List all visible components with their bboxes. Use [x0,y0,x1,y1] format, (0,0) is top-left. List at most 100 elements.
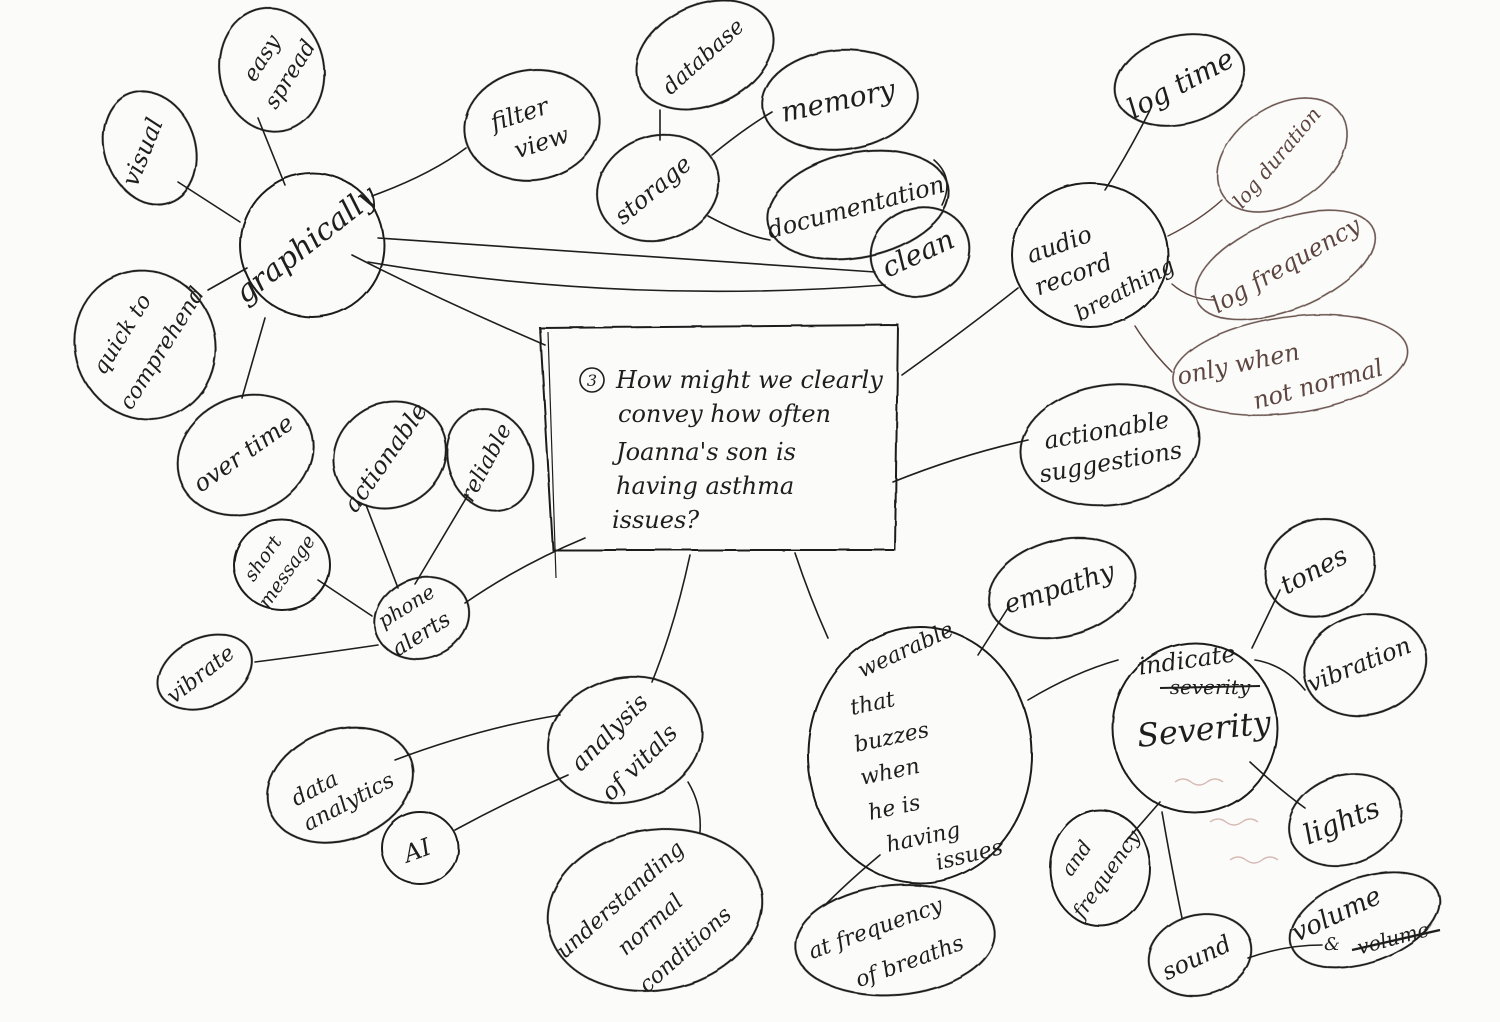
label-log-duration: log duration [1228,102,1326,213]
link-analysis-ai [454,774,569,831]
link-storage-documentation [707,215,771,241]
bubble-data-analytics [266,726,414,844]
link-indicate-andfreq [1124,801,1161,843]
link-analysis-understanding [687,781,702,833]
bubble-actionable-suggestions [1019,383,1201,507]
bubble-log-frequency [1194,209,1376,321]
bubble-empathy [987,536,1137,640]
label-sound: sound [1158,930,1236,986]
label-tones: tones [1276,541,1353,601]
label-log-frequency: log frequency [1207,211,1366,319]
link-graphically-quick [207,267,248,291]
label-ai: AI [398,833,435,869]
bubble-filter [463,68,601,182]
bubble-only-when [1172,313,1408,417]
label-memory: memory [778,72,899,129]
bubble-labels-brown: log duration log frequency only when not… [1175,102,1386,415]
link-audio-logtime [1104,109,1151,191]
bubble-lights [1287,773,1403,867]
bubble-and-frequency [1049,809,1151,927]
bubble-graphically [239,172,385,318]
bubble-memory [761,48,919,152]
label-wearable-4: when [858,754,922,791]
label-empathy: empathy [1001,556,1119,620]
connector-lines-brown [1134,199,1223,373]
bubble-storage [596,133,720,243]
bubble-vibration [1302,613,1428,717]
idea-bubbles [73,0,1441,997]
link-indicate-sound [1161,811,1183,919]
bubble-documentation [766,149,950,261]
bubble-ai [381,811,459,885]
bubble-analysis [546,675,704,805]
question-number: 3 [587,371,597,390]
bubble-wearable [807,626,1033,884]
link-graphically-overtime [241,317,266,399]
bubble-labels: graphically visual easy spread quick to … [88,14,1441,998]
idea-bubbles-brown [1172,97,1408,417]
link-sound-volume [1247,944,1323,959]
label-log-time: log time [1122,42,1240,126]
faint-erased-marks [1174,778,1279,864]
label-reliable: reliable [455,420,517,507]
bubble-vibrate [156,633,254,711]
bubble-sound [1147,913,1253,997]
bubble-volume [1289,871,1441,969]
bubble-indicate [1112,642,1278,814]
link-wearable-atfreq [824,854,881,906]
strike-through [1159,685,1261,689]
link-graphically-center [351,254,546,346]
label-wearable-5: he is [866,790,923,825]
bubble-tones [1263,517,1377,619]
link-graphically-filter [371,147,467,197]
bubble-audio [1011,182,1169,328]
bubble-short-message [233,519,331,611]
link-indicate-vibration [1254,659,1306,691]
bubble-log-duration [1216,97,1348,213]
link-indicate-tones [1251,589,1281,649]
bubble-overtime [175,393,315,517]
link-center-audio [901,287,1019,376]
bubble-database [635,0,775,111]
question-line-5: issues? [612,506,699,534]
bubble-at-frequency [794,883,996,997]
link-center-wearable [794,552,829,639]
question-line-3: Joanna's son is [611,438,796,466]
bubble-understanding [546,828,764,992]
label-volume-and: & [1324,934,1340,955]
link-center-actionable-sugg [892,439,1029,483]
bubble-log-time [1114,33,1246,127]
question-line-4: having asthma [616,472,794,500]
label-database: database [658,14,750,100]
link-graphically-clean [377,237,876,273]
label-visual: visual [116,114,169,190]
bubble-phone-alerts [373,575,471,661]
bubble-easy-spread [218,7,326,133]
label-storage: storage [609,150,697,230]
label-severity: Severity [1135,703,1273,755]
bubble-reliable [445,408,535,512]
bubble-clean [869,206,971,298]
link-phone-short [317,579,373,617]
link-audio-onlywhen [1134,325,1173,373]
question-line-2: convey how often [618,400,831,428]
label-lights: lights [1298,791,1384,851]
label-vibration: vibration [1303,631,1415,698]
label-wearable-3: buzzes [852,718,931,758]
connector-lines [177,109,1323,959]
link-storage-memory [711,111,773,156]
link-wearable-indicate [1027,659,1119,701]
link-audio-logfreq [1171,283,1216,301]
link-wearable-empathy [977,607,1009,656]
label-over-time: over time [188,409,299,498]
bubble-visual [102,90,198,206]
central-question: 3 How might we clearly convey how often … [579,366,883,534]
link-analysis-data [394,714,561,761]
bubble-quick [73,269,217,421]
link-graphically-clean-2 [367,261,886,293]
link-center-analysis [651,554,691,683]
strike-through-volume [1351,928,1441,952]
link-audio-logduration [1167,199,1223,237]
